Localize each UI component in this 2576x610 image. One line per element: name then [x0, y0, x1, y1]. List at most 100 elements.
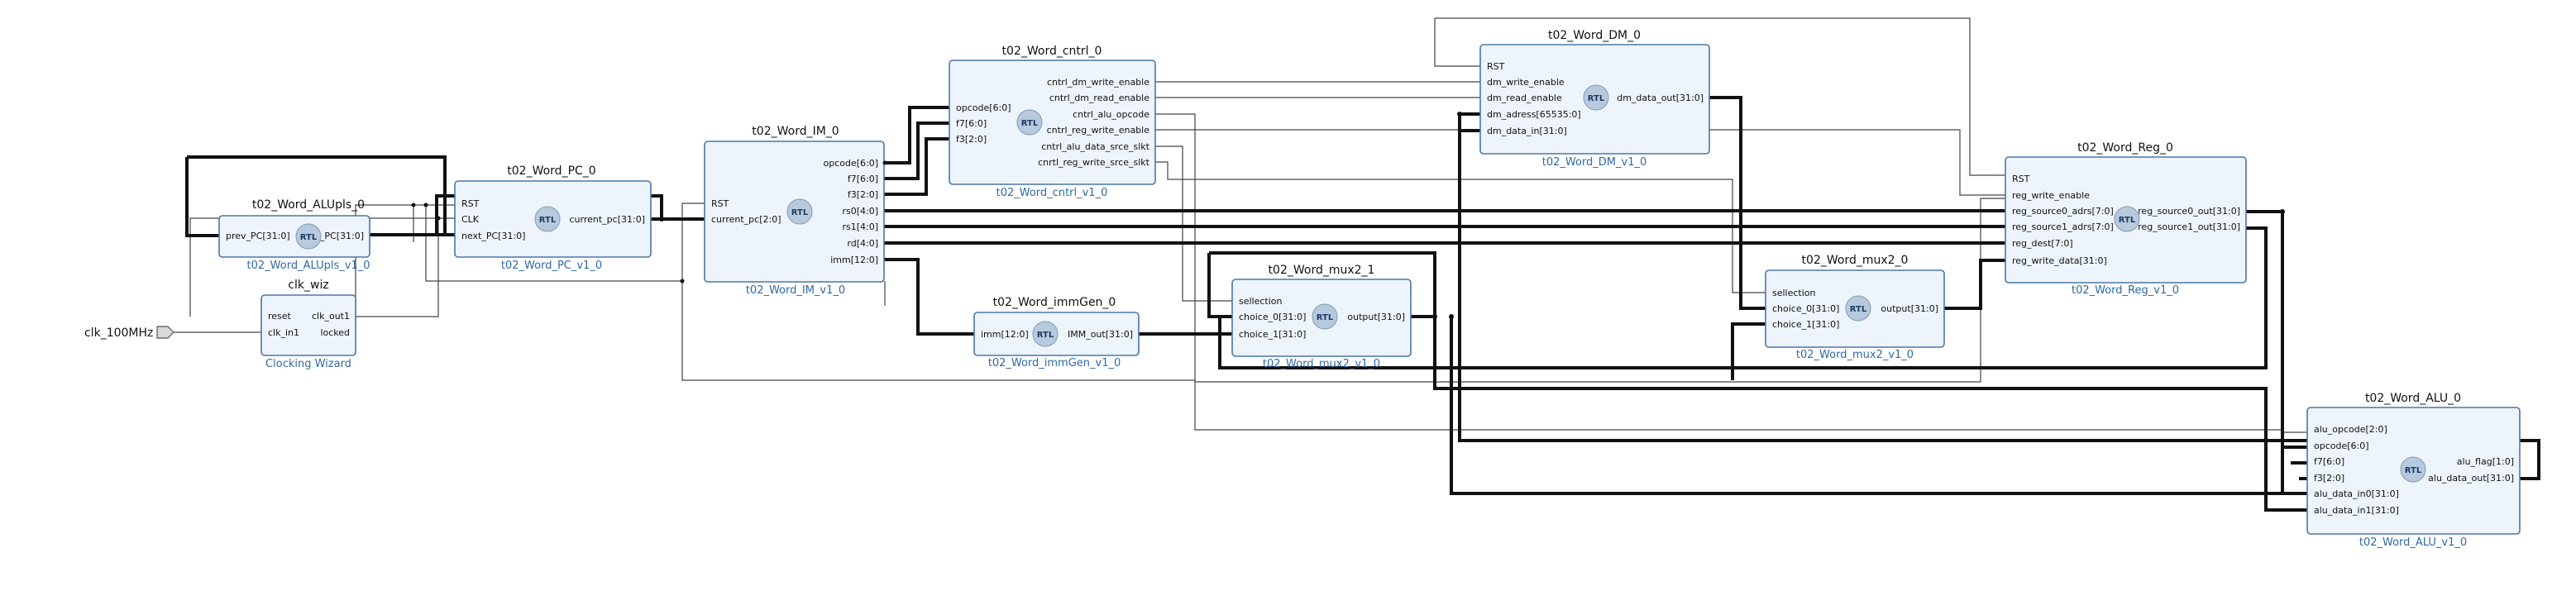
- module-name: t02_Word_Reg_v1_0: [2072, 284, 2179, 297]
- block-mux2-0[interactable]: t02_Word_mux2_0 sellection choice_0[31:0…: [1765, 254, 1945, 361]
- rtl-icon: [1016, 109, 1043, 136]
- bus-nets: [185, 96, 2540, 512]
- port-in: alu_data_in0[31:0]: [2314, 488, 2399, 499]
- module-name: t02_Word_immGen_v1_0: [988, 357, 1121, 369]
- module-name: t02_Word_ALU_v1_0: [2359, 536, 2467, 549]
- port-out: alu_flag[1:0]: [2457, 456, 2514, 467]
- port-in: clk_in1: [268, 327, 299, 338]
- port-in: opcode[6:0]: [956, 102, 1011, 113]
- rtl-label: RTL: [1021, 119, 1039, 128]
- block-mux2-1[interactable]: t02_Word_mux2_1 sellection choice_0[31:0…: [1231, 264, 1412, 370]
- port-in: reset: [268, 311, 292, 322]
- module-name: Clocking Wizard: [265, 358, 351, 370]
- rtl-icon: [1312, 303, 1338, 330]
- module-name: t02_Word_IM_v1_0: [746, 284, 845, 297]
- rtl-icon: [1845, 295, 1871, 322]
- rtl-icon: [2400, 456, 2426, 483]
- block-immgen[interactable]: t02_Word_immGen_0 imm[12:0] IMM_out[31:0…: [973, 296, 1140, 369]
- port-in: RST: [711, 198, 729, 209]
- port-in: reg_dest[7:0]: [2012, 238, 2073, 249]
- port-out: output[31:0]: [1347, 312, 1405, 322]
- module-name: t02_Word_cntrl_v1_0: [996, 187, 1108, 199]
- rtl-label: RTL: [2119, 216, 2136, 225]
- port-in: reg_source1_adrs[7:0]: [2012, 222, 2114, 232]
- rtl-icon: [534, 206, 561, 232]
- port-in: f3[2:0]: [2314, 473, 2344, 484]
- port-in: alu_data_in1[31:0]: [2314, 505, 2399, 516]
- port-in: imm[12:0]: [981, 329, 1029, 340]
- external-port-label: clk_100MHz: [84, 326, 153, 340]
- rtl-icon: [2114, 206, 2140, 232]
- port-out: cntrl_dm_write_enable: [1047, 77, 1149, 88]
- rtl-label: RTL: [1588, 94, 1605, 103]
- port-in: dm_data_in[31:0]: [1487, 126, 1567, 136]
- block-cntrl[interactable]: t02_Word_cntrl_0 opcode[6:0] f7[6:0] f3[…: [949, 45, 1156, 199]
- instance-name: t02_Word_mux2_0: [1802, 254, 1909, 267]
- module-name: t02_Word_mux2_v1_0: [1263, 358, 1380, 370]
- instance-name: t02_Word_DM_0: [1548, 29, 1641, 42]
- port-out: reg_source0_out[31:0]: [2138, 206, 2240, 217]
- rtl-label: RTL: [1850, 305, 1867, 314]
- block-dm[interactable]: t02_Word_DM_0 RST dm_write_enable dm_rea…: [1479, 29, 1710, 169]
- port-in: RST: [2012, 174, 2030, 184]
- port-out: clk_out1: [312, 311, 350, 322]
- rtl-label: RTL: [2405, 466, 2422, 475]
- port-in: reg_write_data[31:0]: [2012, 255, 2107, 266]
- port-in: current_pc[2:0]: [711, 214, 781, 225]
- block-pc[interactable]: t02_Word_PC_0 RST CLK next_PC[31:0] curr…: [454, 164, 652, 272]
- rtl-icon: [1583, 84, 1609, 111]
- port-out: cntrl_reg_write_enable: [1047, 125, 1150, 136]
- port-in: choice_0[31:0]: [1239, 312, 1306, 322]
- module-name: t02_Word_PC_v1_0: [501, 260, 602, 272]
- port-out: cntrl_alu_data_srce_slkt: [1041, 141, 1149, 152]
- block-aluupls[interactable]: t02_Word_ALUpls_0 prev_PC[31:0] next_PC[…: [218, 198, 370, 272]
- rtl-label: RTL: [1037, 331, 1054, 340]
- port-in: f7[6:0]: [956, 118, 987, 129]
- port-out: IMM_out[31:0]: [1068, 329, 1133, 340]
- rtl-icon: [786, 198, 813, 225]
- module-name: t02_Word_mux2_v1_0: [1796, 349, 1914, 361]
- port-in: choice_1[31:0]: [1772, 319, 1839, 330]
- rtl-label: RTL: [539, 216, 557, 225]
- port-out: f3[2:0]: [848, 189, 878, 200]
- instance-name: t02_Word_immGen_0: [993, 296, 1116, 309]
- rtl-label: RTL: [1317, 313, 1334, 322]
- port-in: alu_opcode[2:0]: [2314, 424, 2387, 435]
- port-in: choice_0[31:0]: [1772, 303, 1839, 314]
- instance-name: t02_Word_ALU_0: [2365, 392, 2461, 405]
- instance-name: t02_Word_cntrl_0: [1002, 45, 1102, 58]
- block-clk-wiz[interactable]: clk_wiz reset clk_in1 clk_out1 locked Cl…: [260, 279, 356, 370]
- port-in: prev_PC[31:0]: [226, 231, 290, 241]
- port-out: output[31:0]: [1881, 303, 1938, 314]
- port-out: cntrl_alu_opcode: [1073, 109, 1149, 120]
- port-out: cntrl_dm_read_enable: [1049, 93, 1149, 103]
- port-in: f3[2:0]: [956, 134, 987, 145]
- port-out: imm[12:0]: [830, 255, 878, 265]
- port-out: rs1[4:0]: [842, 222, 878, 232]
- instance-name: t02_Word_PC_0: [507, 164, 595, 178]
- port-out: f7[6:0]: [848, 174, 878, 184]
- port-out: rs0[4:0]: [842, 206, 878, 217]
- rtl-label: RTL: [300, 233, 318, 242]
- block-reg[interactable]: t02_Word_Reg_0 RST reg_write_enable reg_…: [2005, 141, 2247, 297]
- port-in: sellection: [1239, 296, 1283, 307]
- junction-dots: [411, 112, 2285, 319]
- port-out: dm_data_out[31:0]: [1617, 93, 1704, 103]
- external-port-clk-100mhz[interactable]: clk_100MHz: [84, 326, 174, 340]
- instance-name: t02_Word_ALUpls_0: [252, 198, 365, 212]
- module-name: t02_Word_ALUpls_v1_0: [247, 260, 370, 272]
- port-in: f7[6:0]: [2314, 456, 2344, 467]
- block-im[interactable]: t02_Word_IM_0 RST current_pc[2:0] opcode…: [704, 125, 885, 297]
- port-in: sellection: [1772, 288, 1816, 298]
- instance-name: t02_Word_mux2_1: [1269, 264, 1375, 277]
- port-in: CLK: [461, 214, 480, 225]
- rtl-label: RTL: [791, 208, 809, 217]
- port-out: locked: [320, 327, 350, 338]
- module-name: t02_Word_DM_v1_0: [1542, 156, 1647, 169]
- instance-name: t02_Word_IM_0: [752, 125, 839, 138]
- port-out: rd[4:0]: [847, 238, 878, 249]
- block-alu[interactable]: t02_Word_ALU_0 alu_opcode[2:0] opcode[6:…: [2306, 392, 2521, 549]
- rtl-icon: [295, 223, 322, 250]
- port-out: current_pc[31:0]: [570, 214, 646, 225]
